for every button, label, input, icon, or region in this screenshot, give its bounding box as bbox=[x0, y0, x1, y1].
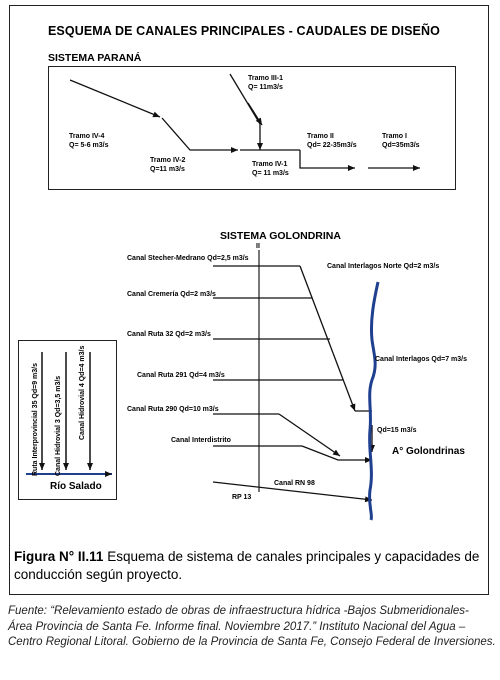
qd15-label: Qd=15 m3/s bbox=[377, 427, 417, 434]
canal-rn98-line bbox=[212, 481, 373, 503]
figure-caption: Figura N° II.11 Esquema de sistema de ca… bbox=[14, 548, 484, 584]
tramo-iv4-line bbox=[69, 79, 161, 118]
tramo-iv2-line bbox=[161, 117, 238, 153]
rio-salado-label: Río Salado bbox=[50, 481, 102, 492]
canal-ruta32-label: Canal Ruta 32 Qd=2 m3/s bbox=[127, 331, 211, 338]
parana-title: SISTEMA PARANÁ bbox=[48, 52, 142, 64]
figure-frame bbox=[9, 5, 489, 595]
tramo-iii1-arrow bbox=[247, 102, 263, 126]
canal-interdistrito-path bbox=[301, 445, 372, 463]
caption-label: Figura N° II.11 bbox=[14, 549, 104, 564]
ruta35-label: Ruta Interprovincial 35 Qd=9 m3/s bbox=[32, 362, 39, 476]
canal-stecher-label: Canal Stecher-Medrano Qd=2,5 m3/s bbox=[127, 255, 249, 262]
salado-box bbox=[18, 340, 117, 500]
golondrina-title: SISTEMA GOLONDRINA bbox=[220, 230, 341, 242]
parana-box bbox=[48, 66, 456, 190]
arroyo-golondrinas-river bbox=[368, 281, 380, 521]
canal-interdistrito-label: Canal Interdistrito bbox=[171, 437, 231, 444]
canal-interlagos-norte-line bbox=[299, 265, 356, 412]
hidrovial4-label: Canal Hidrovial 4 Qd=4 m3/s bbox=[79, 345, 86, 440]
axis-mark: II bbox=[256, 243, 260, 250]
tramo-ii-line bbox=[299, 150, 355, 171]
canal-rn98-label: Canal RN 98 bbox=[274, 480, 315, 487]
canal-ruta290-diag bbox=[278, 413, 341, 457]
canal-interlagos-label: Canal Interlagos Qd=7 m3/s bbox=[375, 356, 468, 363]
arroyo-golondrinas-label: A° Golondrinas bbox=[392, 446, 465, 457]
canal-interlagos-norte-label: Canal Interlagos Norte Qd=2 m3/s bbox=[327, 263, 440, 270]
canal-ruta290-label: Canal Ruta 290 Qd=10 m3/s bbox=[127, 406, 219, 413]
source-text: Fuente: “Relevamiento estado de obras de… bbox=[8, 605, 496, 648]
caption-text: Esquema de sistema de canales principale… bbox=[14, 549, 480, 582]
canal-cremeria-label: Canal Cremería Qd=2 m3/s bbox=[127, 291, 216, 298]
hidrovial3-label: Canal Hidrovial 3 Qd=3,5 m3/s bbox=[55, 375, 62, 476]
canal-ruta291-label: Canal Ruta 291 Qd=4 m3/s bbox=[137, 372, 225, 379]
rp13-label: RP 13 bbox=[232, 494, 252, 501]
diagram-title: ESQUEMA DE CANALES PRINCIPALES - CAUDALE… bbox=[48, 24, 440, 38]
